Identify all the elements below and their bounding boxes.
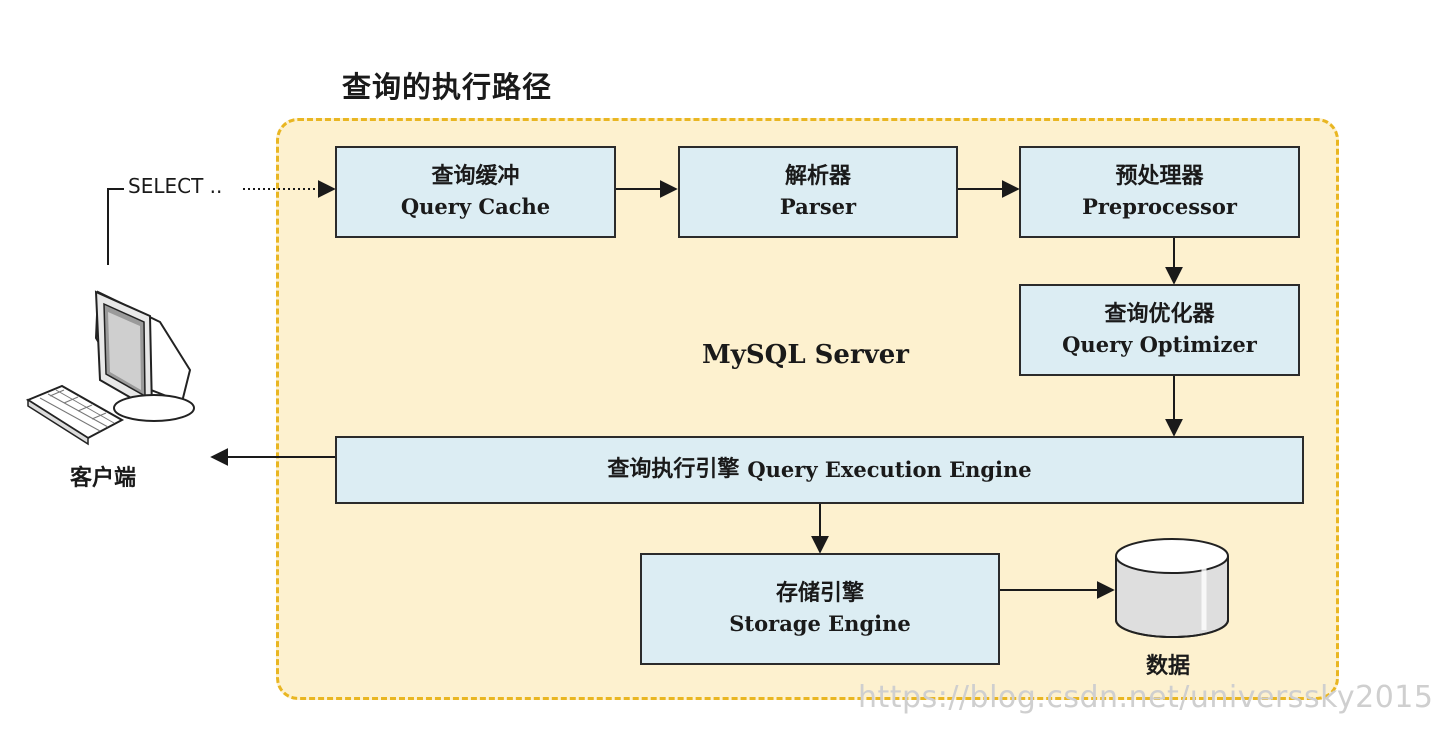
storage-engine-en: Storage Engine (729, 611, 911, 636)
query-execution-engine-en: Query Execution Engine (747, 457, 1032, 482)
query-execution-engine-node: 查询执行引擎 Query Execution Engine (335, 436, 1304, 504)
query-cache-en: Query Cache (400, 194, 551, 219)
storage-engine-node: 存储引擎 Storage Engine (640, 553, 1000, 665)
query-cache-node: 查询缓冲 Query Cache (335, 146, 616, 238)
preprocessor-node: 预处理器 Preprocessor (1019, 146, 1300, 238)
connector-layer (25, 180, 1229, 638)
query-optimizer-zh: 查询优化器 (1104, 302, 1215, 327)
client-query-line (107, 188, 124, 265)
diagram-title: 查询的执行路径 (342, 70, 553, 104)
preprocessor-zh: 预处理器 (1115, 164, 1204, 189)
parser-en: Parser (779, 194, 857, 219)
query-execution-engine-zh: 查询执行引擎 (607, 457, 740, 482)
parser-node: 解析器 Parser (678, 146, 958, 238)
mysql-server-label: MySQL Server (702, 340, 910, 370)
query-optimizer-node: 查询优化器 Query Optimizer (1019, 284, 1300, 376)
storage-engine-zh: 存储引擎 (775, 581, 864, 606)
watermark-text: https://blog.csdn.net/universsky2015 (858, 680, 1433, 715)
preprocessor-en: Preprocessor (1082, 194, 1237, 219)
client-label: 客户端 (70, 466, 137, 491)
query-cache-zh: 查询缓冲 (431, 164, 520, 189)
computer-icon (25, 290, 195, 446)
database-icon (1115, 538, 1229, 638)
select-query-text: SELECT .. (126, 174, 225, 198)
parser-zh: 解析器 (784, 164, 851, 189)
query-optimizer-en: Query Optimizer (1062, 332, 1257, 357)
data-store-label: 数据 (1146, 654, 1191, 679)
